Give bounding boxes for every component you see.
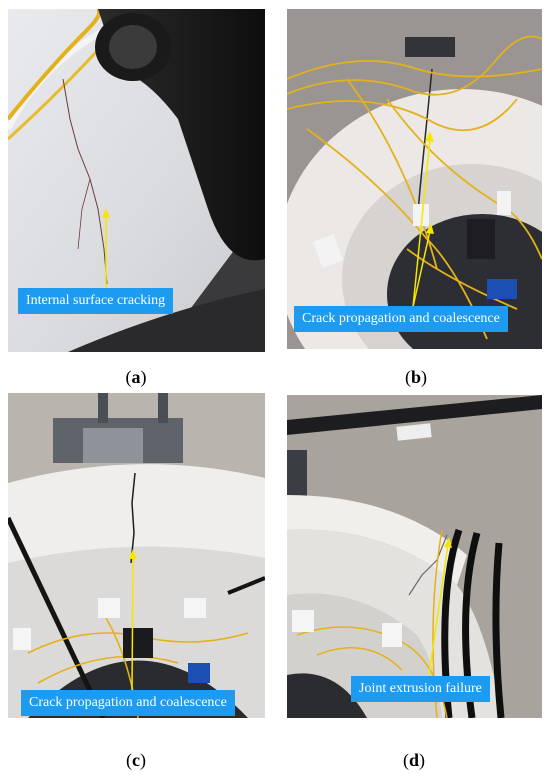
callout-d: Joint extrusion failure — [351, 676, 490, 702]
arrow-c — [131, 556, 134, 694]
photo-panel-d: Joint extrusion failure — [287, 395, 542, 718]
photo-b-image — [287, 9, 542, 349]
callout-b: Crack propagation and coalescence — [294, 306, 508, 332]
photo-a-image — [8, 9, 265, 352]
caption-b-letter: b — [410, 367, 421, 387]
photo-d-image — [287, 395, 542, 718]
caption-d-letter: d — [408, 750, 419, 770]
caption-c: (c) — [126, 750, 146, 770]
callout-c: Crack propagation and coalescence — [21, 690, 235, 716]
photo-panel-c: Crack propagation and coalescence — [8, 393, 265, 718]
caption-d: (d) — [402, 750, 425, 770]
caption-a: (a) — [125, 367, 147, 387]
caption-c-letter: c — [132, 750, 140, 770]
caption-a-letter: a — [131, 367, 141, 387]
callout-a: Internal surface cracking — [18, 288, 174, 314]
caption-b: (b) — [404, 367, 427, 387]
photo-panel-b: Crack propagation and coalescence — [287, 9, 542, 349]
arrow-d — [428, 544, 449, 676]
photo-panel-a: Internal surface cracking — [8, 9, 265, 352]
arrow-b-1 — [412, 138, 431, 308]
photo-c-image — [8, 393, 265, 718]
arrow-b-2 — [412, 230, 431, 308]
